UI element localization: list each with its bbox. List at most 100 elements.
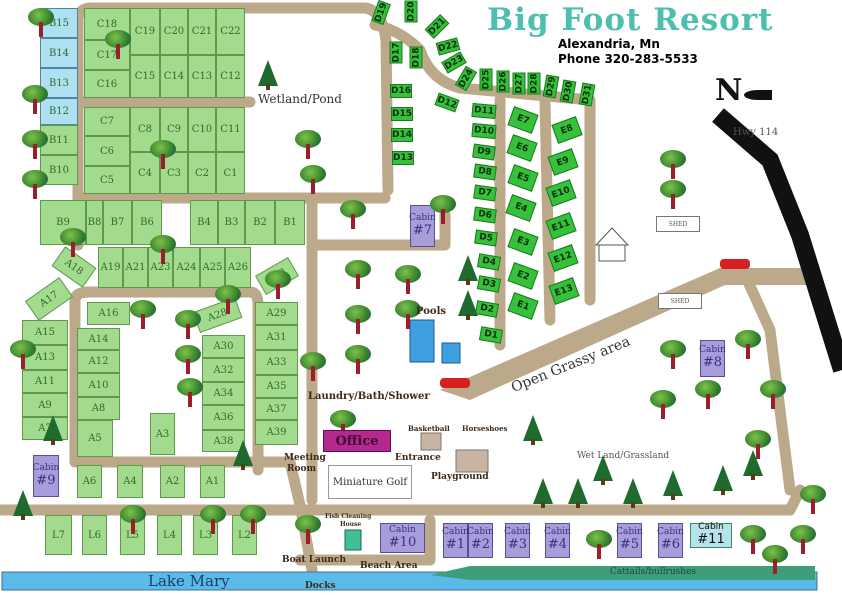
campsite-a39[interactable]: A39 <box>255 420 298 445</box>
office-building[interactable]: Office <box>323 430 391 452</box>
cabin-9[interactable]: Cabin#9 <box>33 455 59 497</box>
campsite-c22[interactable]: C22 <box>216 8 245 55</box>
campsite-d26[interactable]: D26 <box>496 70 510 93</box>
campsite-b12[interactable]: B12 <box>40 98 78 125</box>
campsite-b4[interactable]: B4 <box>190 200 218 245</box>
campsite-c5[interactable]: C5 <box>84 166 130 194</box>
cabin-6[interactable]: Cabin#6 <box>657 523 684 558</box>
cabin-1[interactable]: Cabin#1 <box>442 523 469 558</box>
campsite-a24[interactable]: A24 <box>173 247 200 288</box>
resort-phone: Phone 320-283-5533 <box>558 52 698 66</box>
cabin-word: Cabin <box>544 527 571 538</box>
campsite-d13[interactable]: D13 <box>392 151 414 165</box>
campsite-a34[interactable]: A34 <box>202 382 245 405</box>
docks-label: Docks <box>305 581 336 591</box>
campsite-a37[interactable]: A37 <box>255 398 298 420</box>
cabin-2[interactable]: Cabin#2 <box>467 523 494 558</box>
tree-icon <box>586 530 612 560</box>
campsite-a13[interactable]: A13 <box>22 345 68 370</box>
cabin-5[interactable]: Cabin#5 <box>616 523 643 558</box>
campsite-d16[interactable]: D16 <box>390 84 412 98</box>
campsite-c1[interactable]: C1 <box>216 152 245 194</box>
campsite-a19[interactable]: A19 <box>98 247 123 288</box>
campsite-a33[interactable]: A33 <box>255 350 298 375</box>
campsite-a29[interactable]: A29 <box>255 302 298 325</box>
campsite-d8[interactable]: D8 <box>473 163 497 181</box>
cabin-4[interactable]: Cabin#4 <box>544 523 571 558</box>
cabin-8[interactable]: Cabin#8 <box>699 340 726 377</box>
pool-2 <box>441 342 461 364</box>
campsite-b2[interactable]: B2 <box>245 200 275 245</box>
campsite-d11[interactable]: D11 <box>471 102 497 120</box>
campsite-a35[interactable]: A35 <box>255 375 298 398</box>
campsite-a30[interactable]: A30 <box>202 335 245 358</box>
car-icon-2 <box>720 259 750 269</box>
cabin-10[interactable]: Cabin#10 <box>380 523 425 553</box>
resort-title: Big Foot Resort <box>487 2 774 38</box>
campsite-a16[interactable]: A16 <box>87 302 130 325</box>
campsite-a31[interactable]: A31 <box>255 325 298 350</box>
campsite-d20[interactable]: D20 <box>404 0 418 23</box>
campsite-d10[interactable]: D10 <box>471 122 497 140</box>
campsite-a12[interactable]: A12 <box>77 350 120 373</box>
campsite-a6[interactable]: A6 <box>77 465 102 498</box>
campsite-a32[interactable]: A32 <box>202 358 245 382</box>
campsite-c11[interactable]: C11 <box>216 107 245 152</box>
campsite-c10[interactable]: C10 <box>188 107 216 152</box>
tree-icon <box>760 380 786 410</box>
campsite-a21[interactable]: A21 <box>123 247 148 288</box>
campsite-b8[interactable]: B8 <box>86 200 103 245</box>
campsite-l4[interactable]: L4 <box>157 515 182 555</box>
campsite-c15[interactable]: C15 <box>130 55 160 98</box>
campsite-b3[interactable]: B3 <box>218 200 245 245</box>
campsite-c14[interactable]: C14 <box>160 55 188 98</box>
campsite-d15[interactable]: D15 <box>391 107 413 121</box>
campsite-d28[interactable]: D28 <box>527 72 541 95</box>
campsite-a4[interactable]: A4 <box>117 465 143 498</box>
campsite-b1[interactable]: B1 <box>275 200 305 245</box>
campsite-a25[interactable]: A25 <box>200 247 225 288</box>
campsite-d27[interactable]: D27 <box>512 72 526 95</box>
campsite-d9[interactable]: D9 <box>472 143 496 161</box>
campsite-a11[interactable]: A11 <box>22 370 68 393</box>
campsite-a5[interactable]: A5 <box>77 420 113 457</box>
campsite-a8[interactable]: A8 <box>77 397 120 420</box>
campsite-c7[interactable]: C7 <box>84 107 130 136</box>
campsite-c13[interactable]: C13 <box>188 55 216 98</box>
campsite-d25[interactable]: D25 <box>479 68 493 91</box>
pool-1 <box>409 319 435 363</box>
campsite-c6[interactable]: C6 <box>84 136 130 166</box>
campsite-a26[interactable]: A26 <box>225 247 251 288</box>
campsite-d7[interactable]: D7 <box>473 184 497 202</box>
cabin-11[interactable]: Cabin#11 <box>690 523 732 548</box>
campsite-l7[interactable]: L7 <box>45 515 72 555</box>
campsite-b14[interactable]: B14 <box>40 38 78 68</box>
campsite-a14[interactable]: A14 <box>77 328 120 350</box>
cabin-7[interactable]: Cabin#7 <box>409 205 436 247</box>
campsite-a10[interactable]: A10 <box>77 373 120 397</box>
campsite-c16[interactable]: C16 <box>84 70 130 98</box>
campsite-c4[interactable]: C4 <box>130 152 160 194</box>
cabin-3[interactable]: Cabin#3 <box>504 523 531 558</box>
campsite-c21[interactable]: C21 <box>188 8 216 55</box>
campsite-d5[interactable]: D5 <box>474 229 498 247</box>
campsite-a9[interactable]: A9 <box>22 393 68 417</box>
miniature-golf[interactable]: Miniature Golf <box>328 465 412 499</box>
campsite-l6[interactable]: L6 <box>82 515 107 555</box>
campsite-a3[interactable]: A3 <box>150 413 175 455</box>
campsite-a23[interactable]: A23 <box>148 247 173 288</box>
campsite-a1[interactable]: A1 <box>200 465 225 498</box>
campsite-c20[interactable]: C20 <box>160 8 188 55</box>
campsite-a2[interactable]: A2 <box>160 465 185 498</box>
campsite-c8[interactable]: C8 <box>130 107 160 152</box>
shed-2: SHED <box>658 293 702 309</box>
campsite-c12[interactable]: C12 <box>216 55 245 98</box>
campsite-d6[interactable]: D6 <box>473 206 497 224</box>
campsite-c2[interactable]: C2 <box>188 152 216 194</box>
campsite-d17[interactable]: D17 <box>389 41 403 64</box>
campsite-d18[interactable]: D18 <box>409 46 423 69</box>
campsite-c19[interactable]: C19 <box>130 8 160 55</box>
campsite-d14[interactable]: D14 <box>391 128 413 142</box>
campsite-b7[interactable]: B7 <box>103 200 132 245</box>
campsite-a36[interactable]: A36 <box>202 405 245 430</box>
